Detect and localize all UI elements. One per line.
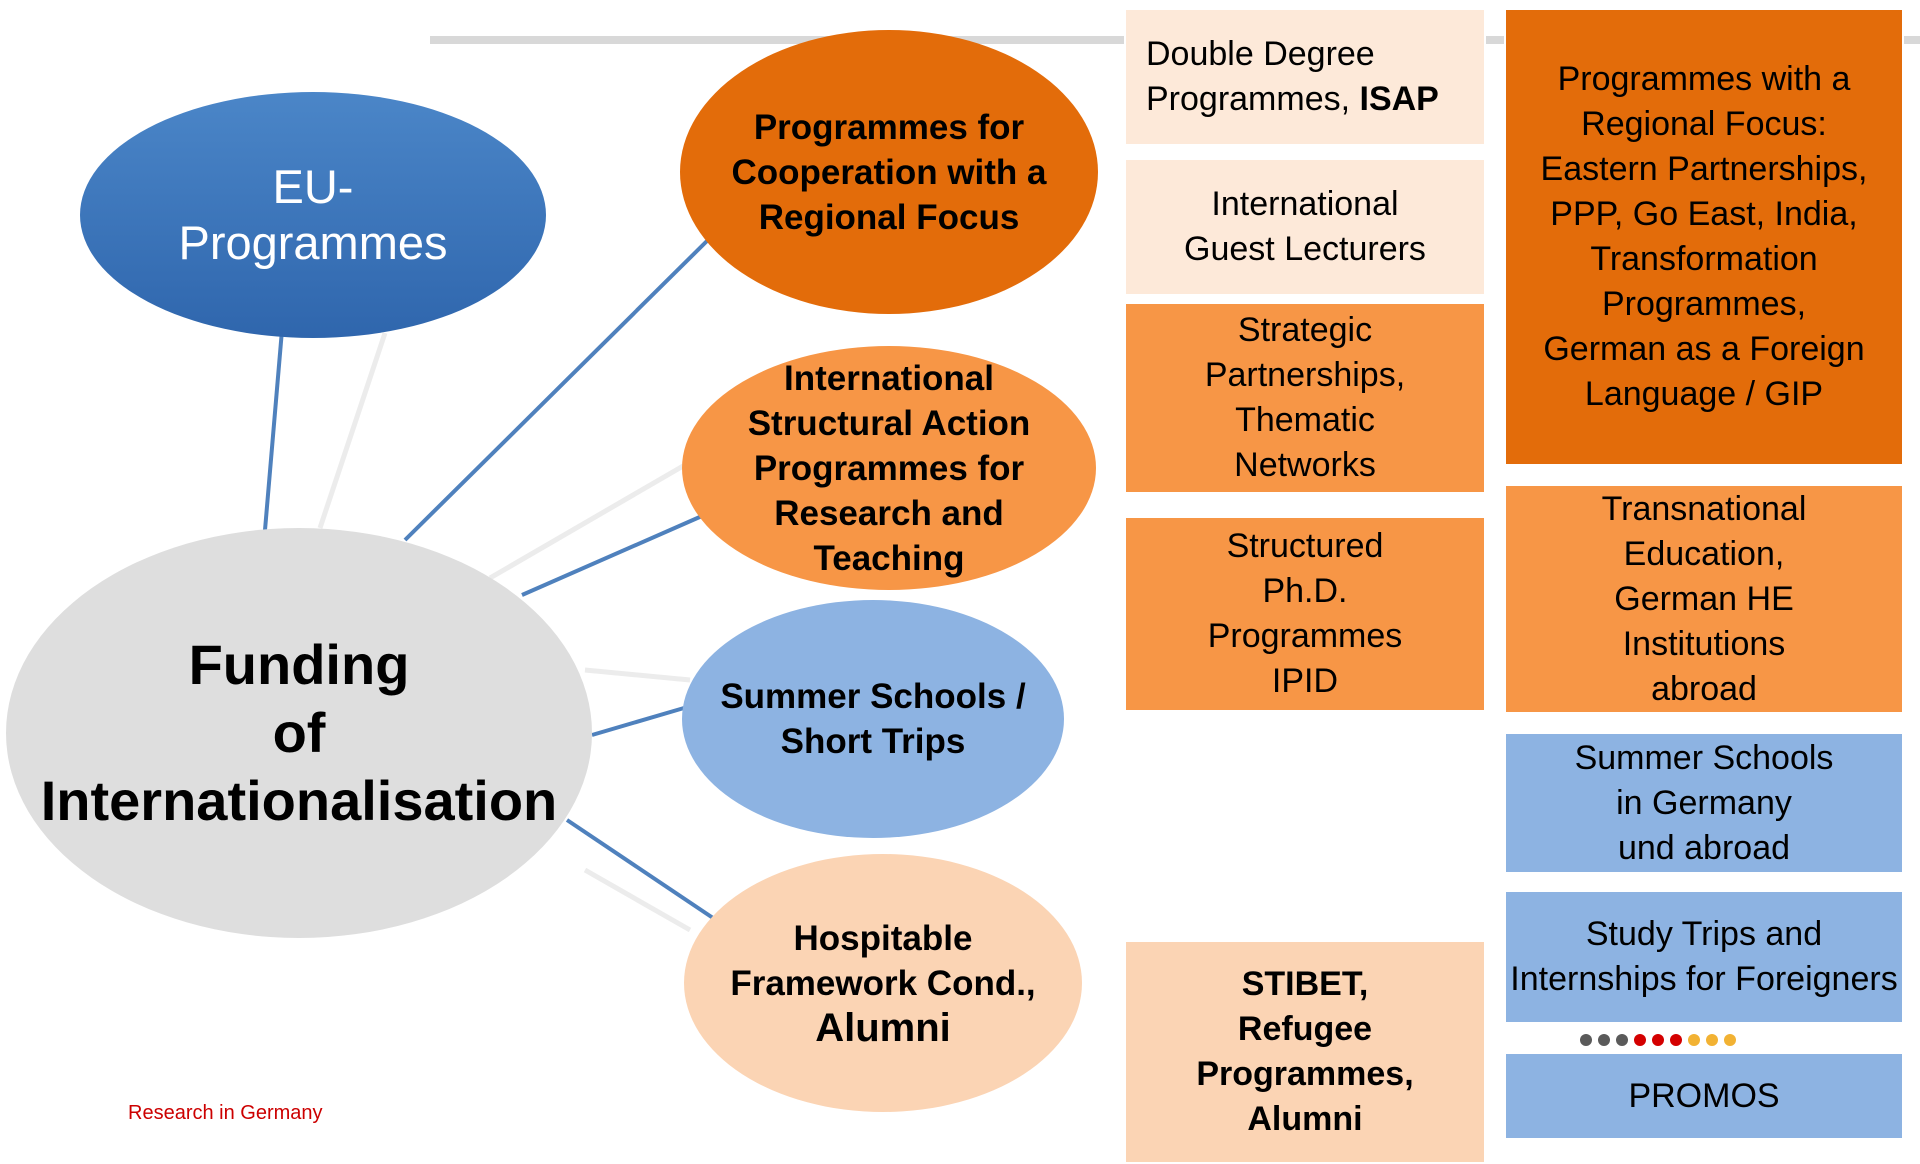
regional-line: Regional Focus [758, 197, 1020, 237]
dot-icon [1670, 1034, 1682, 1046]
regional-cooperation-node: Programmes for Cooperation with a Region… [680, 30, 1098, 314]
double-degree-box: Double Degree Programmes, ISAP [1124, 8, 1486, 146]
double-degree-line1: Double Degree [1146, 35, 1375, 73]
structural-action-node: International Structural Action Programm… [682, 346, 1096, 590]
structured-phd-box: Structured Ph.D. Programmes IPID [1124, 516, 1486, 712]
regional-focus-box: Programmes with a Regional Focus: Easter… [1504, 8, 1904, 466]
hospitable-line: Hospitable [793, 918, 973, 958]
study-trips-line: Study Trips and [1585, 915, 1823, 953]
hospitable-framework-node: Hospitable Framework Cond., Alumni [684, 854, 1082, 1112]
footer-credit: Research in Germany [128, 1102, 323, 1124]
strategic-line: Networks [1234, 446, 1376, 484]
stibet-line: STIBET, [1241, 965, 1369, 1003]
eu-label-line1: EU- [272, 160, 354, 213]
strategic-line: Strategic [1237, 311, 1373, 349]
guest-lecturers-box: International Guest Lecturers [1124, 158, 1486, 296]
regional-focus-line: Programmes, [1601, 285, 1807, 323]
regional-line: Cooperation with a [731, 152, 1047, 192]
phd-line: Programmes [1207, 617, 1403, 655]
connector-faint-summer [584, 667, 691, 683]
connector-hospitable [565, 818, 718, 922]
hospitable-line: Alumni [815, 1005, 951, 1050]
regional-line: Programmes for [753, 107, 1025, 147]
regional-focus-line: Regional Focus: [1581, 105, 1827, 143]
stibet-line: Refugee [1237, 1010, 1373, 1048]
isap-label: ISAP [1359, 80, 1439, 118]
dot-icon [1580, 1034, 1592, 1046]
connector-faint-hospitable [583, 867, 692, 933]
stibet-line: Programmes, [1196, 1055, 1414, 1093]
guest-lecturers-line: Guest Lecturers [1184, 230, 1426, 268]
dot-icon [1598, 1034, 1610, 1046]
stibet-line: Alumni [1247, 1100, 1363, 1138]
regional-focus-line: Language / GIP [1584, 375, 1824, 413]
summer-line: Summer Schools / [720, 677, 1026, 716]
connector-faint-eu [317, 332, 388, 529]
summer-schools-line: Summer Schools [1574, 738, 1834, 777]
summer-schools-line: in Germany [1616, 783, 1792, 822]
central-label-line1: Funding [188, 633, 410, 696]
summer-line: Short Trips [780, 722, 966, 761]
dot-icon [1724, 1034, 1736, 1046]
connector-regional [403, 234, 714, 542]
phd-line: Structured [1226, 527, 1384, 565]
hospitable-line: Framework Cond., [730, 963, 1036, 1003]
regional-focus-line: PPP, Go East, India, [1550, 195, 1858, 233]
guest-lecturers-line: International [1211, 185, 1399, 223]
transnational-line: Education, [1623, 534, 1785, 573]
regional-focus-line: German as a Foreign [1543, 330, 1865, 368]
central-label-line2: of [272, 701, 326, 764]
phd-line: IPID [1271, 662, 1339, 700]
connector-summer [591, 706, 685, 737]
promos-box: PROMOS [1504, 1052, 1904, 1140]
connector-faint-structural [488, 459, 692, 581]
dot-icon [1688, 1034, 1700, 1046]
transnational-line: Transnational [1601, 489, 1807, 528]
structural-line: International [783, 358, 995, 398]
eu-programmes-node: EU- Programmes [80, 92, 546, 338]
connector-eu [263, 329, 284, 531]
central-label-line3: Internationalisation [40, 769, 558, 832]
dot-icon [1652, 1034, 1664, 1046]
strategic-partnerships-box: Strategic Partnerships, Thematic Network… [1124, 302, 1486, 494]
eu-label-line2: Programmes [178, 216, 448, 269]
transnational-line: German HE [1614, 579, 1794, 618]
dot-icon [1706, 1034, 1718, 1046]
funding-central-node: Funding of Internationalisation [6, 528, 592, 938]
promos-label: PROMOS [1628, 1076, 1780, 1115]
strategic-line: Thematic [1235, 401, 1375, 439]
regional-focus-line: Transformation [1590, 240, 1818, 278]
summer-schools-node: Summer Schools / Short Trips [682, 600, 1064, 838]
dot-icon [1616, 1034, 1628, 1046]
transnational-line: Institutions [1622, 624, 1786, 663]
decorative-dots [1580, 1034, 1736, 1046]
study-trips-line: Internships for Foreigners [1510, 960, 1898, 998]
connector-structural [521, 514, 703, 597]
transnational-education-box: Transnational Education, German HE Insti… [1504, 484, 1904, 714]
double-degree-line2-text: Programmes, [1146, 80, 1360, 118]
structural-line: Research and [774, 493, 1004, 533]
strategic-line: Partnerships, [1204, 356, 1406, 394]
structural-line: Structural Action [747, 403, 1031, 443]
summer-schools-line: und abroad [1617, 828, 1791, 867]
stibet-box: STIBET, Refugee Programmes, Alumni [1124, 940, 1486, 1164]
study-trips-box: Study Trips and Internships for Foreigne… [1504, 890, 1904, 1024]
regional-focus-line: Programmes with a [1557, 60, 1851, 98]
summer-schools-box: Summer Schools in Germany und abroad [1504, 732, 1904, 874]
dot-icon [1634, 1034, 1646, 1046]
transnational-line: abroad [1651, 669, 1757, 708]
double-degree-line2: Programmes, ISAP [1146, 77, 1439, 122]
regional-focus-line: Eastern Partnerships, [1540, 150, 1868, 188]
structural-line: Teaching [813, 538, 965, 578]
phd-line: Ph.D. [1262, 572, 1348, 610]
structural-line: Programmes for [753, 448, 1025, 488]
